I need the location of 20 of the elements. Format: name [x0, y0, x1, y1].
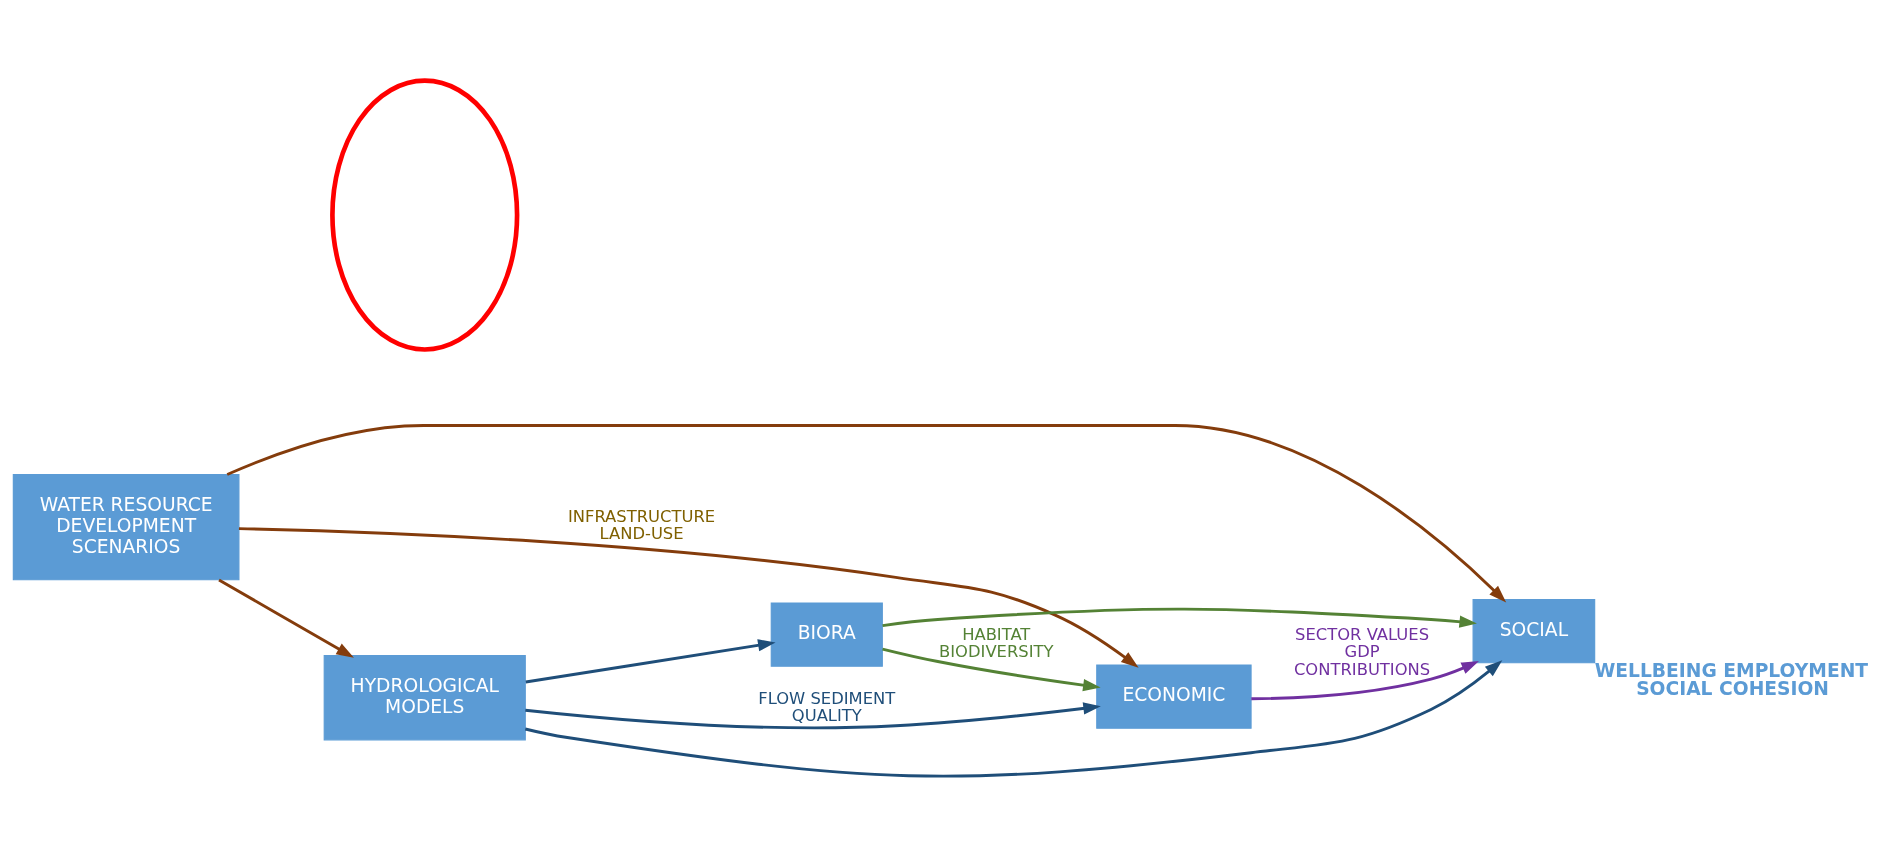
node-box: SOCIAL — [1472, 598, 1596, 663]
node-box: HYDROLOGICAL MODELS — [323, 654, 526, 740]
edge-label: FLOW SEDIMENT QUALITY — [758, 688, 896, 725]
edge-label: INFRASTRUCTURE LAND-USE — [567, 506, 716, 543]
arrow — [882, 647, 1101, 691]
arrow — [525, 638, 776, 683]
node-box: BIORA — [770, 602, 883, 667]
arrow — [226, 423, 1507, 603]
arrow — [1251, 660, 1479, 700]
edge-label: SECTOR VALUES GDP CONTRIBUTIONS — [1293, 624, 1431, 679]
arrow — [525, 701, 1101, 729]
arrow — [218, 578, 354, 658]
edge-label: HABITAT BIODIVERSITY — [939, 624, 1054, 661]
arrow — [524, 659, 1503, 778]
arrow — [238, 526, 1139, 668]
node-box: ECONOMIC — [1096, 663, 1252, 729]
node-label: WELLBEING EMPLOYMENT SOCIAL COHESION — [1594, 659, 1869, 699]
arrow — [882, 607, 1477, 628]
node-box: WATER RESOURCE DEVELOPMENT SCENARIOS — [12, 473, 240, 580]
node-ellipse — [330, 77, 520, 352]
